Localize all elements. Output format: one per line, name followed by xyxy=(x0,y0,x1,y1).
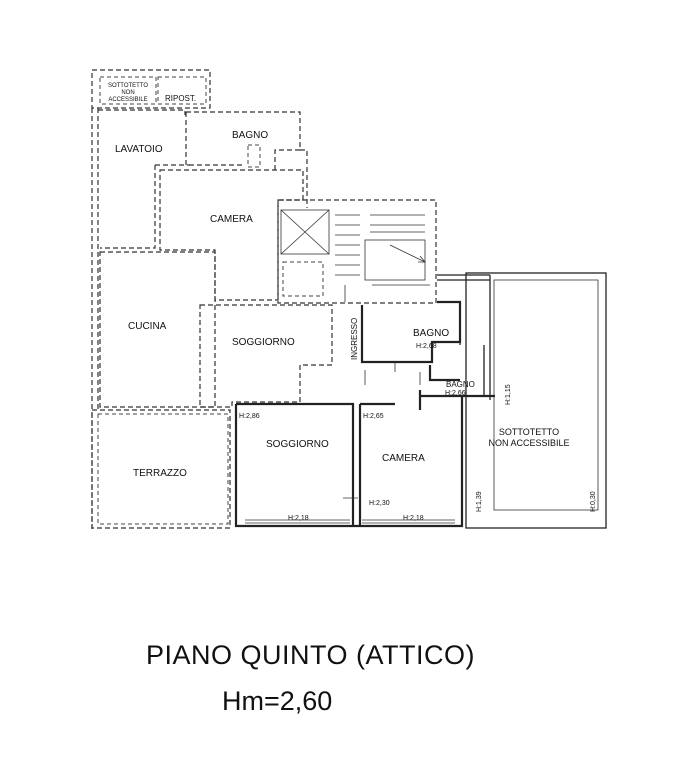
bagno-top-walls xyxy=(185,111,308,208)
camera-top-walls xyxy=(159,169,304,301)
label-sottotetto-top-3: ACCESSIBILE xyxy=(108,97,147,103)
stair-shaft-cross xyxy=(280,209,330,255)
label-ingresso: INGRESSO xyxy=(350,318,359,360)
stair-inner-box xyxy=(282,261,324,297)
label-soggiorno-upper: SOGGIORNO xyxy=(232,337,295,348)
height-h230: H:2,30 xyxy=(369,500,390,507)
sottotetto-right-outer xyxy=(465,272,607,529)
sottotetto-top-box xyxy=(99,76,157,105)
label-camera-lower: CAMERA xyxy=(382,453,425,464)
label-sottotetto-right-2: NON ACCESSIBILE xyxy=(488,438,569,448)
label-bagno-mid: BAGNO xyxy=(413,328,449,339)
height-h115: H:1,15 xyxy=(505,384,512,405)
stair-block xyxy=(277,199,437,304)
height-h286: H:2,86 xyxy=(239,413,260,420)
height-h265: H:2,65 xyxy=(363,413,384,420)
plan-average-height: Hm=2,60 xyxy=(222,686,333,716)
label-sottotetto-right-1: SOTTOTETTO xyxy=(499,427,559,437)
main-solid-walls xyxy=(234,396,464,528)
height-h218b: H:2,18 xyxy=(403,515,424,522)
label-soggiorno-lower: SOGGIORNO xyxy=(266,439,329,450)
height-h218a: H:2,18 xyxy=(288,515,309,522)
soggiorno-upper-walls xyxy=(199,304,333,408)
label-camera-top: CAMERA xyxy=(210,214,253,225)
label-sottotetto-top-1: SOTTOTETTO xyxy=(108,83,148,89)
label-bagno-top: BAGNO xyxy=(232,130,268,141)
bagno-top-fixture xyxy=(247,144,261,168)
terrazzo-inner xyxy=(97,413,229,525)
stair-well xyxy=(364,239,426,281)
cucina-outline xyxy=(99,251,216,408)
label-bagno-small-h: H:2,66 xyxy=(445,390,466,397)
stair-arrow xyxy=(389,244,426,263)
plan-title: PIANO QUINTO (ATTICO) xyxy=(146,640,476,670)
sottotetto-top-outline xyxy=(91,69,211,109)
bagno-small-walls xyxy=(418,365,495,410)
lavatoio-walls xyxy=(98,109,186,249)
window-marks xyxy=(245,519,455,524)
sottotetto-right-inner xyxy=(493,279,599,511)
height-h139: H:1,39 xyxy=(476,491,483,512)
label-ripost: RIPOST. xyxy=(165,94,196,103)
right-connector xyxy=(437,274,491,400)
terrazzo-outline xyxy=(91,409,231,529)
label-bagno-mid-h: H:2,68 xyxy=(416,343,437,350)
label-sottotetto-top-2: NON xyxy=(121,90,134,96)
label-terrazzo: TERRAZZO xyxy=(133,468,187,479)
label-lavatoio: LAVATOIO xyxy=(115,144,163,155)
label-bagno-small: BAGNO xyxy=(446,380,475,389)
label-cucina: CUCINA xyxy=(128,321,167,332)
height-h030: H:0,30 xyxy=(590,491,597,512)
door-marks xyxy=(343,285,421,499)
stair-steps xyxy=(335,214,430,286)
stair-shaft xyxy=(280,209,330,255)
ripost-box xyxy=(157,76,207,105)
